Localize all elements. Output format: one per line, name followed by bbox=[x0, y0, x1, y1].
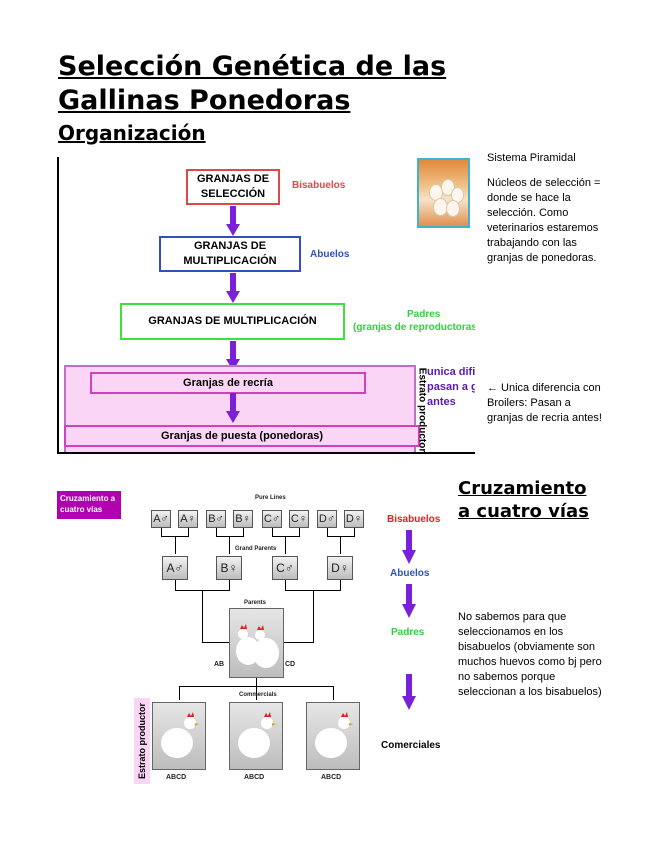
cut-off-text: unica difi pasan a g antes bbox=[427, 365, 475, 410]
commercial-hen-photo bbox=[229, 702, 283, 770]
cross-note: No sabemos para que seleccionamos en los… bbox=[458, 611, 602, 698]
cut-text-line-3: antes bbox=[427, 396, 456, 408]
level-bisabuelos: Bisabuelos bbox=[387, 514, 441, 525]
pure-lines-label: Pure Lines bbox=[255, 495, 286, 501]
arrow-down-icon bbox=[226, 206, 240, 236]
estrato-productor-label: Estrato productor bbox=[416, 367, 428, 452]
cut-text-line-1: unica difi bbox=[427, 366, 475, 378]
hen-icon bbox=[238, 712, 276, 758]
commercial-label: ABCD bbox=[244, 774, 265, 781]
hen-icon bbox=[236, 624, 279, 668]
eggs-photo bbox=[417, 158, 470, 228]
grand-parent-box: B♀ bbox=[216, 556, 242, 580]
label-padres: Padres bbox=[407, 309, 441, 320]
pure-line-box: C♀ bbox=[289, 510, 309, 528]
commercial-hen-photo bbox=[152, 702, 206, 770]
label-bisabuelos: Bisabuelos bbox=[292, 180, 346, 191]
box-granjas-puesta: Granjas de puesta (ponedoras) bbox=[64, 425, 420, 447]
parent-left-label: AB bbox=[214, 661, 225, 668]
pure-line-box: B♂ bbox=[206, 510, 226, 528]
pure-line-box: D♀ bbox=[344, 510, 364, 528]
estrato-productor-area: Granjas de recría Granjas de puesta (pon… bbox=[64, 365, 420, 452]
section-heading-cruzamiento: Cruzamiento a cuatro vías bbox=[458, 478, 589, 522]
pure-line-box: A♂ bbox=[151, 510, 171, 528]
grand-parent-box: D♀ bbox=[327, 556, 353, 580]
arrow-down-icon bbox=[402, 584, 416, 618]
grand-parents-label: Grand Parents bbox=[235, 546, 277, 552]
hen-icon bbox=[161, 712, 199, 758]
parents-hens-photo bbox=[229, 608, 284, 678]
pure-line-box: A♀ bbox=[178, 510, 198, 528]
box-granjas-seleccion: GRANJAS DE SELECCIÓN bbox=[186, 169, 280, 205]
commercial-label: ABCD bbox=[166, 774, 187, 781]
page-title: Selección Genética de las Gallinas Poned… bbox=[58, 51, 447, 116]
grand-parent-box: C♂ bbox=[272, 556, 298, 580]
pure-line-box: C♂ bbox=[262, 510, 282, 528]
side-note-body: Núcleos de selección = donde se hace la … bbox=[487, 177, 601, 264]
level-padres: Padres bbox=[391, 627, 425, 638]
commercial-label: ABCD bbox=[321, 774, 342, 781]
label-abuelos: Abuelos bbox=[310, 249, 350, 260]
arrow-down-icon bbox=[226, 273, 240, 303]
pure-line-box: D♂ bbox=[317, 510, 337, 528]
box-granjas-multiplicacion-padres: GRANJAS DE MULTIPLICACIÓN bbox=[120, 303, 345, 340]
cross-tag: Cruzamiento a cuatro vías bbox=[57, 491, 121, 519]
side-note-title: Sistema Piramidal bbox=[487, 152, 576, 164]
commercial-hen-photo bbox=[306, 702, 360, 770]
arrow-down-icon bbox=[402, 674, 416, 710]
arrow-down-icon bbox=[226, 341, 240, 371]
parents-label: Parents bbox=[244, 600, 267, 606]
pure-line-box: B♀ bbox=[233, 510, 253, 528]
side-note-arrow: ← Unica diferencia con Broilers: Pasan a… bbox=[487, 382, 602, 424]
parent-right-label: CD bbox=[285, 661, 296, 668]
grand-parent-box: A♂ bbox=[162, 556, 188, 580]
pyramid-diagram: GRANJAS DE SELECCIÓN Bisabuelos GRANJAS … bbox=[57, 157, 475, 454]
level-abuelos: Abuelos bbox=[390, 568, 430, 579]
box-granjas-recria: Granjas de recría bbox=[90, 372, 366, 394]
hen-icon bbox=[315, 712, 353, 758]
box-granjas-multiplicacion-abuelos: GRANJAS DE MULTIPLICACIÓN bbox=[159, 236, 301, 272]
arrow-down-icon bbox=[402, 530, 416, 564]
cut-text-line-2: pasan a g bbox=[427, 381, 475, 393]
four-way-cross-diagram: Cruzamiento a cuatro vías Pure Lines A♂ … bbox=[57, 488, 452, 788]
estrato-productor-vertical: Estrato productor bbox=[137, 702, 147, 780]
level-comerciales: Comerciales bbox=[381, 740, 441, 751]
arrow-down-icon bbox=[226, 393, 240, 423]
section-heading-organizacion: Organización bbox=[58, 121, 206, 145]
estrato-productor-tag: Estrato productor bbox=[134, 698, 150, 784]
label-padres-sub: (granjas de reproductoras) bbox=[353, 322, 475, 333]
commercials-label: Commercials bbox=[239, 692, 277, 698]
